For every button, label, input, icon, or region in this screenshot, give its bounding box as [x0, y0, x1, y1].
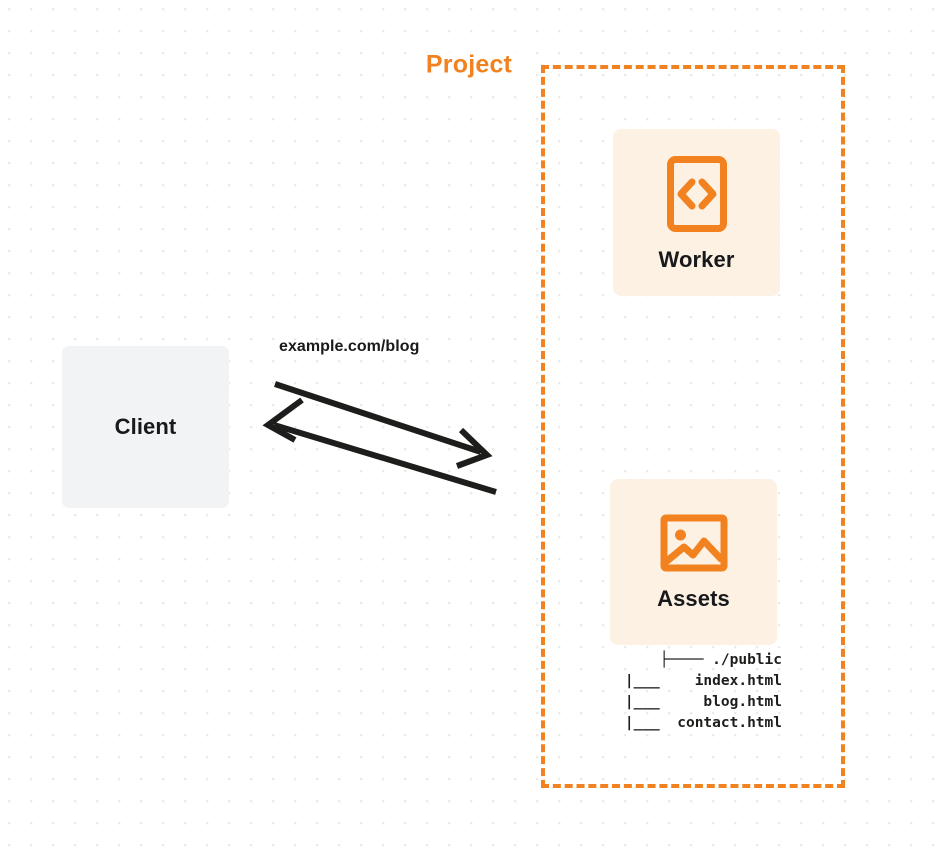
code-brackets-icon: [666, 155, 728, 233]
client-node[interactable]: Client: [62, 346, 229, 508]
client-label: Client: [114, 414, 177, 439]
request-url-label: example.com/blog: [279, 338, 420, 355]
worker-label: Worker: [658, 246, 735, 272]
worker-card[interactable]: Worker: [613, 129, 780, 296]
project-group-label: Project: [419, 52, 519, 78]
assets-file-tree: ├──── ./public |___ index.html |___ blog…: [624, 652, 782, 731]
request-arrow: [274, 381, 493, 469]
assets-label: Assets: [657, 586, 730, 611]
project-group: [541, 65, 845, 788]
assets-card[interactable]: Assets: [610, 479, 777, 645]
image-icon: [660, 514, 728, 572]
response-arrow: [262, 397, 497, 495]
